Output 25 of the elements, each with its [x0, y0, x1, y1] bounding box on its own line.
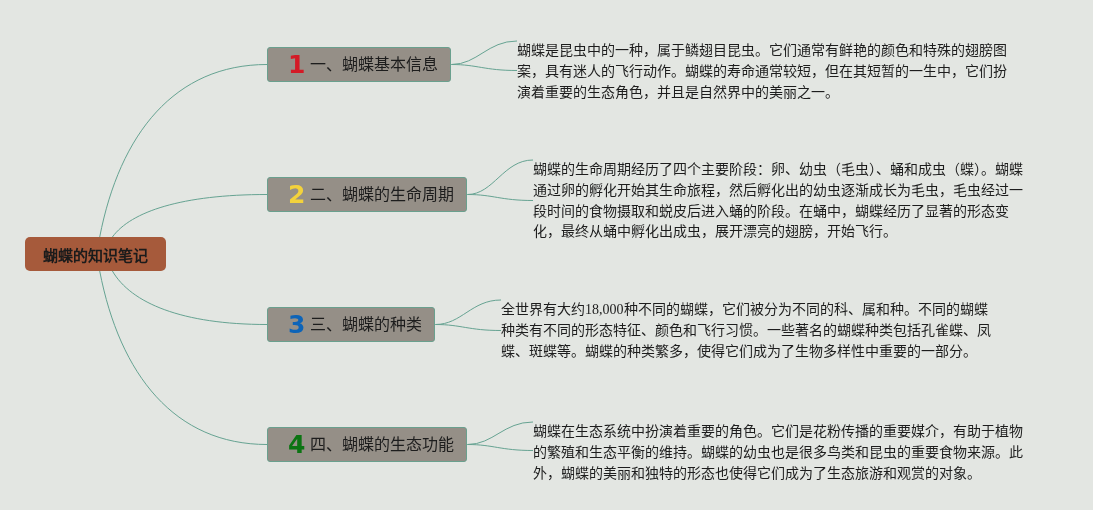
topic-title: 四、蝴蝶的生态功能	[310, 434, 455, 455]
topic-title: 二、蝴蝶的生命周期	[310, 184, 455, 205]
topic-box	[267, 307, 436, 342]
note-text: 蝴蝶是昆虫中的一种，属于鳞翅目昆虫。它们通常有鲜艳的颜色和特殊的翅膀图案，具有迷人的飞行动作。蝴蝶的寿命通常较短，但在其短暂的一生中，它们扮演着重要的生态角色，并且是自然界中的美丽之一。	[517, 41, 1009, 104]
connector-line	[111, 194, 268, 238]
topic-box	[267, 177, 468, 212]
connector-line	[466, 159, 534, 201]
connector-line	[99, 270, 268, 445]
connector-line	[450, 40, 518, 71]
topic-title: 一、蝴蝶基本信息	[310, 54, 439, 75]
topic-number: 2	[288, 182, 306, 207]
topic-box	[267, 47, 452, 82]
topic-number: 4	[288, 432, 306, 457]
connector-line	[434, 299, 502, 331]
note-text: 全世界有大约18,000种不同的蝴蝶，它们被分为不同的科、属和种。不同的蝴蝶种类有不同的形态特征、颜色和飞行习惯。一些著名的蝴蝶种类包括孔雀蝶、凤蝶、斑蝶等。蝴蝶的种类繁多，使得它们成为了生物多样性中重要的一部分。	[501, 300, 993, 363]
connector-line	[111, 270, 268, 325]
topic-box	[267, 427, 468, 462]
topic-number: 1	[288, 52, 306, 77]
connector-line	[99, 64, 268, 238]
note-text: 蝴蝶在生态系统中扮演着重要的角色。它们是花粉传播的重要媒介，有助于植物的繁殖和生态平衡的维持。蝴蝶的幼虫也是很多鸟类和昆虫的重要食物来源。此外，蝴蝶的美丽和独特的形态也使得它们成为了生态旅游和观赏的对象。	[533, 422, 1025, 485]
topic-number: 3	[288, 312, 306, 337]
note-text: 蝴蝶的生命周期经历了四个主要阶段：卵、幼虫（毛虫）、蛹和成虫（蝶）。蝴蝶通过卵的孵化开始其生命旅程，然后孵化出的幼虫逐渐成长为毛虫，毛虫经过一段时间的食物摄取和蜕皮后进入蛹的阶段。在蛹中，蝴蝶经历了显著的形态变化，最终从蛹中孵化出成虫，展开漂亮的翅膀，开始飞行。	[533, 160, 1025, 244]
central-topic: 蝴蝶的知识笔记	[25, 237, 166, 271]
connector-line	[466, 421, 534, 451]
topic-title: 三、蝴蝶的种类	[310, 314, 423, 335]
